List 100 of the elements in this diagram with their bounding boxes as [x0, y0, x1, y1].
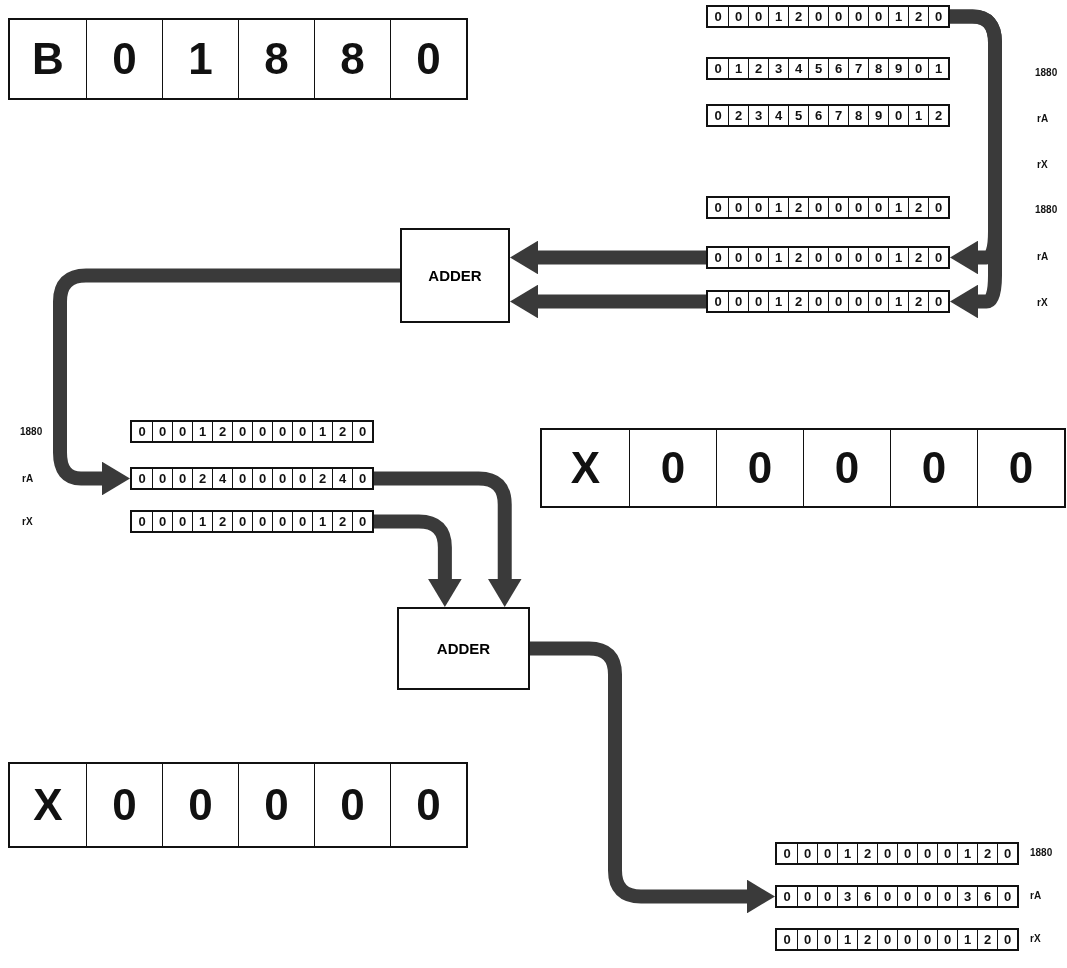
digit-cell: 0 [828, 198, 848, 217]
digit-cell: 0 [352, 512, 372, 531]
digit-cell: 0 [848, 198, 868, 217]
digit-cell: 3 [748, 106, 768, 125]
digit-cell: 0 [172, 512, 192, 531]
digit-cell: 0 [808, 7, 828, 26]
digit-cell: 0 [997, 844, 1017, 863]
digit-cell: 0 [877, 930, 897, 949]
digit-cell: 9 [868, 106, 888, 125]
digit-cell: 0 [817, 887, 837, 906]
digit-cell-text: 0 [782, 845, 792, 863]
digit-cell: 1 [888, 198, 908, 217]
digit-cell: 0 [728, 198, 748, 217]
digit-cell: 1 [957, 930, 977, 949]
digit-cell: 1 [888, 292, 908, 311]
digit-cell: 0 [629, 430, 716, 506]
register [706, 246, 950, 269]
digit-cell: 1 [162, 20, 238, 98]
digit-cell: 6 [977, 887, 997, 906]
digit-cell: 0 [817, 930, 837, 949]
digit-cell: 4 [332, 469, 352, 488]
digit-cell-text: 0 [713, 107, 723, 125]
digit-cell: 2 [908, 248, 928, 267]
digit-cell: 0 [172, 422, 192, 441]
digit-cell: 0 [877, 887, 897, 906]
digit-cell: 5 [788, 106, 808, 125]
register [706, 290, 950, 313]
digit-cell: 7 [828, 106, 848, 125]
digit-cell-text: 0 [137, 513, 147, 531]
digit-cell: 0 [897, 844, 917, 863]
digit-cell: 5 [808, 59, 828, 78]
digit-cell: 0 [888, 106, 908, 125]
digit-cell: 0 [928, 248, 948, 267]
digit-cell: 2 [788, 7, 808, 26]
digit-cell: 1 [768, 292, 788, 311]
register-label: 1880 [1030, 847, 1053, 858]
register [130, 510, 374, 533]
digit-cell: 2 [908, 7, 928, 26]
digit-cell: 1 [837, 930, 857, 949]
digit-cell: 8 [238, 20, 314, 98]
digit-cell: 0 [848, 7, 868, 26]
register [8, 18, 468, 100]
digit-cell: 0 [977, 430, 1064, 506]
digit-cell: 0 [997, 887, 1017, 906]
digit-cell-text: 0 [137, 470, 147, 488]
digit-cell: 6 [857, 887, 877, 906]
digit-cell: 0 [152, 512, 172, 531]
digit-cell: 2 [928, 106, 948, 125]
digit-cell-text: X [32, 779, 64, 831]
digit-cell: 1 [888, 248, 908, 267]
register-label: rA [22, 473, 34, 484]
digit-cell: 0 [152, 422, 172, 441]
digit-cell: 2 [312, 469, 332, 488]
register [775, 885, 1019, 908]
register-label: rA [1030, 890, 1042, 901]
digit-cell: 1 [837, 844, 857, 863]
digit-cell: 0 [390, 20, 466, 98]
digit-cell: 0 [272, 469, 292, 488]
digit-cell: 1 [768, 198, 788, 217]
arrow [374, 471, 519, 607]
digit-cell: 0 [352, 422, 372, 441]
register [775, 928, 1019, 951]
digit-cell-text: 0 [137, 423, 147, 441]
register-label: 1880 [1035, 204, 1058, 215]
adder-box: ADDER [397, 607, 530, 690]
register-label: 1880 [20, 426, 43, 437]
digit-cell: 2 [332, 512, 352, 531]
digit-cell: 0 [868, 292, 888, 311]
digit-cell: 1 [957, 844, 977, 863]
digit-cell: 2 [212, 422, 232, 441]
digit-cell: 0 [728, 292, 748, 311]
digit-cell: 8 [314, 20, 390, 98]
register [540, 428, 1066, 508]
digit-cell: 0 [252, 512, 272, 531]
digit-cell: 1 [312, 422, 332, 441]
digit-cell: 0 [352, 469, 372, 488]
digit-cell: 2 [977, 844, 997, 863]
digit-cell: 0 [292, 469, 312, 488]
digit-cell: 0 [828, 7, 848, 26]
digit-cell-text: X [569, 442, 602, 494]
digit-cell: 0 [292, 422, 312, 441]
digit-cell: 2 [788, 198, 808, 217]
digit-cell: 0 [272, 512, 292, 531]
digit-cell: 4 [212, 469, 232, 488]
digit-cell: 1 [728, 59, 748, 78]
digit-cell: 1 [908, 106, 928, 125]
digit-cell: 0 [86, 20, 162, 98]
arrow [374, 514, 459, 607]
digit-cell: 0 [86, 764, 162, 846]
digit-cell: 0 [808, 198, 828, 217]
register [130, 420, 374, 443]
register [706, 5, 950, 28]
digit-cell: 0 [937, 844, 957, 863]
digit-cell: 2 [212, 512, 232, 531]
digit-cell: 0 [897, 887, 917, 906]
digit-cell: 2 [728, 106, 748, 125]
digit-cell: 0 [728, 7, 748, 26]
arrow [53, 268, 400, 493]
digit-cell: 0 [232, 422, 252, 441]
digit-cell: 0 [252, 469, 272, 488]
